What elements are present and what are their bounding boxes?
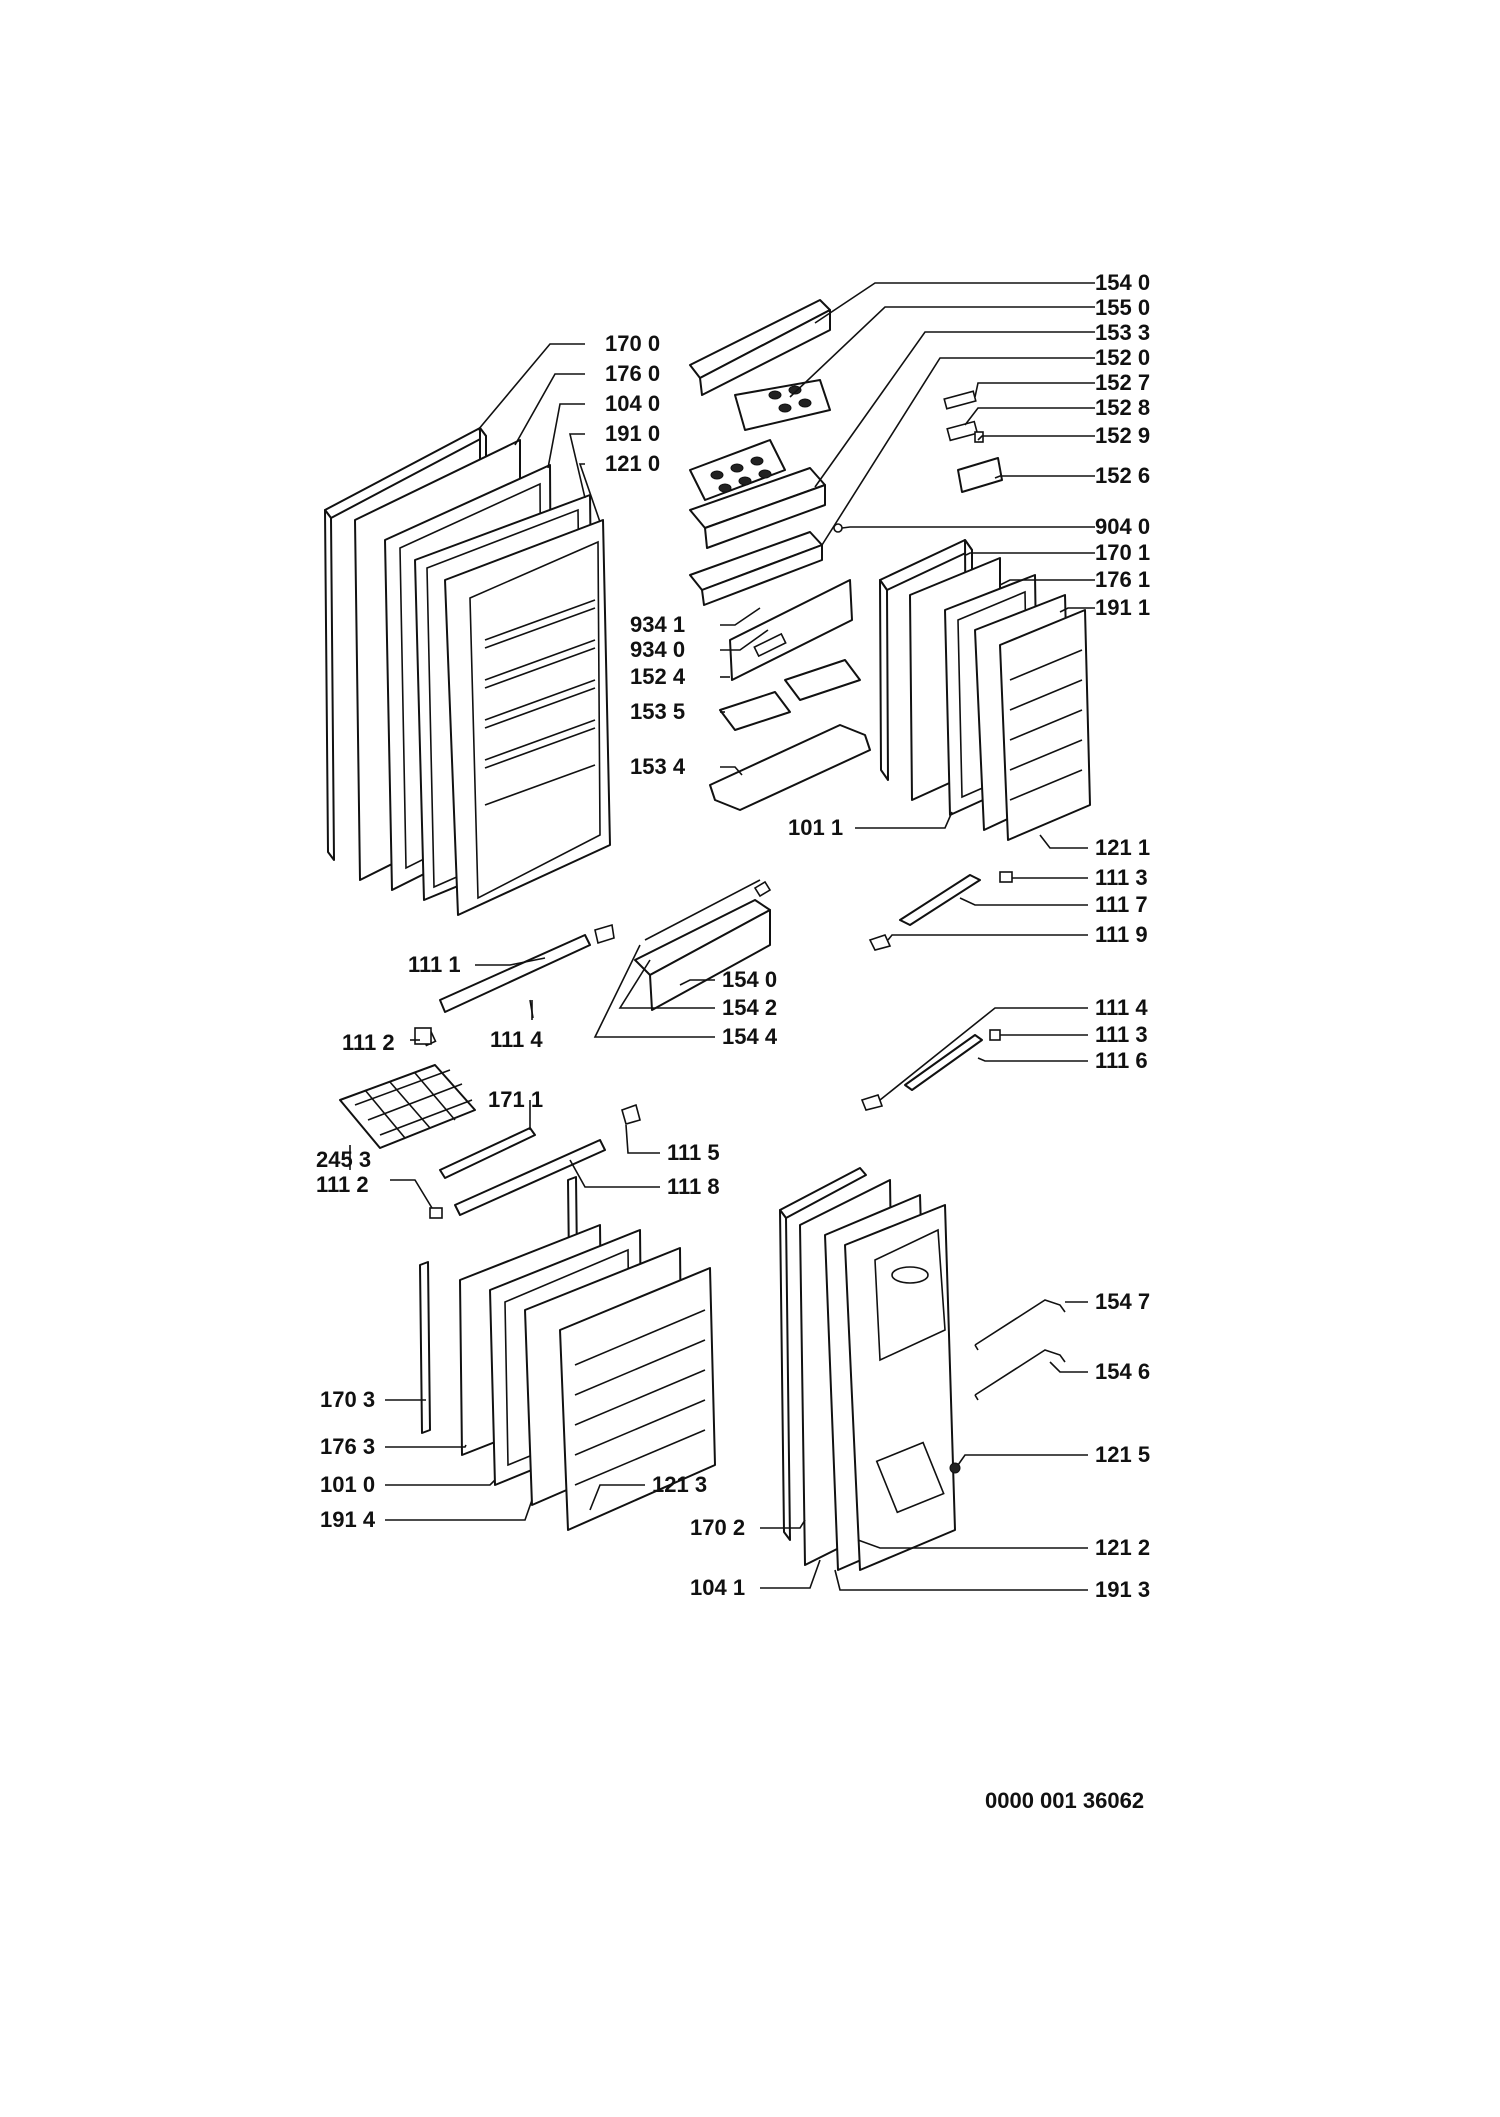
part-label: 191 4 [320,1507,376,1532]
part-label: 111 6 [1095,1048,1148,1073]
part-label: 191 0 [605,421,660,446]
part-label: 245 3 [316,1147,371,1172]
part-label: 152 7 [1095,370,1150,395]
liner-shelf-ribs [484,599,596,806]
part-label: 111 1 [408,952,461,977]
upper-left-door-assembly [324,427,611,916]
lower-right-door-assembly [779,1167,1066,1571]
part-label: 111 7 [1095,892,1148,917]
part-label: 111 8 [667,1174,720,1199]
middle-hardware [414,871,1013,1111]
upper-accessories [689,299,1003,811]
part-label: 121 0 [605,451,660,476]
part-label: 153 3 [1095,320,1150,345]
part-label: 170 2 [690,1515,745,1540]
part-label: 154 6 [1095,1359,1150,1384]
part-label: 152 6 [1095,463,1150,488]
upper-right-door-assembly [879,539,1091,841]
part-label: 152 9 [1095,423,1150,448]
part-label: 154 7 [1095,1289,1150,1314]
lower-left-liner-ribs [574,1309,706,1486]
part-label: 101 0 [320,1472,375,1497]
part-label: 154 0 [1095,270,1150,295]
part-label: 104 0 [605,391,660,416]
part-label: 111 3 [1095,865,1148,890]
part-label: 176 1 [1095,567,1150,592]
part-label: 170 3 [320,1387,375,1412]
part-label: 121 2 [1095,1535,1150,1560]
part-label: 111 2 [342,1030,395,1055]
part-label: 154 4 [722,1024,778,1049]
part-label: 111 2 [316,1172,369,1197]
part-label: 153 4 [630,754,686,779]
part-label: 104 1 [690,1575,745,1600]
part-label: 152 0 [1095,345,1150,370]
part-label: 153 5 [630,699,685,724]
part-label: 101 1 [788,815,843,840]
part-label: 154 2 [722,995,777,1020]
lower-rails [429,1103,641,1219]
part-number-labels: 154 0 155 0 153 3 152 0 152 7 152 8 152 … [316,270,1150,1602]
part-label: 176 3 [320,1434,375,1459]
part-label: 155 0 [1095,295,1150,320]
part-label: 111 3 [1095,1022,1148,1047]
part-label: 121 3 [652,1472,707,1497]
part-label: 170 1 [1095,540,1150,565]
part-label: 111 4 [1095,995,1148,1020]
part-label: 121 1 [1095,835,1150,860]
part-label: 111 9 [1095,922,1148,947]
part-label: 934 0 [630,637,685,662]
leader-lines [349,282,1095,1591]
part-label: 171 1 [488,1087,543,1112]
right-liner-ribs [1009,649,1083,801]
part-label: 934 1 [630,612,685,637]
part-label: 121 5 [1095,1442,1150,1467]
lower-left-door-assembly [419,1176,716,1531]
egg-holes [710,385,812,493]
ice-tray-grid [339,1064,476,1149]
document-number: 0000 001 36062 [985,1788,1144,1813]
part-label: 111 5 [667,1140,720,1165]
part-label: 154 0 [722,967,777,992]
part-label: 111 4 [490,1027,543,1052]
part-label: 176 0 [605,361,660,386]
part-label: 191 1 [1095,595,1150,620]
part-label: 152 8 [1095,395,1150,420]
part-label: 904 0 [1095,514,1150,539]
part-label: 152 4 [630,664,686,689]
part-label: 191 3 [1095,1577,1150,1602]
part-label: 170 0 [605,331,660,356]
